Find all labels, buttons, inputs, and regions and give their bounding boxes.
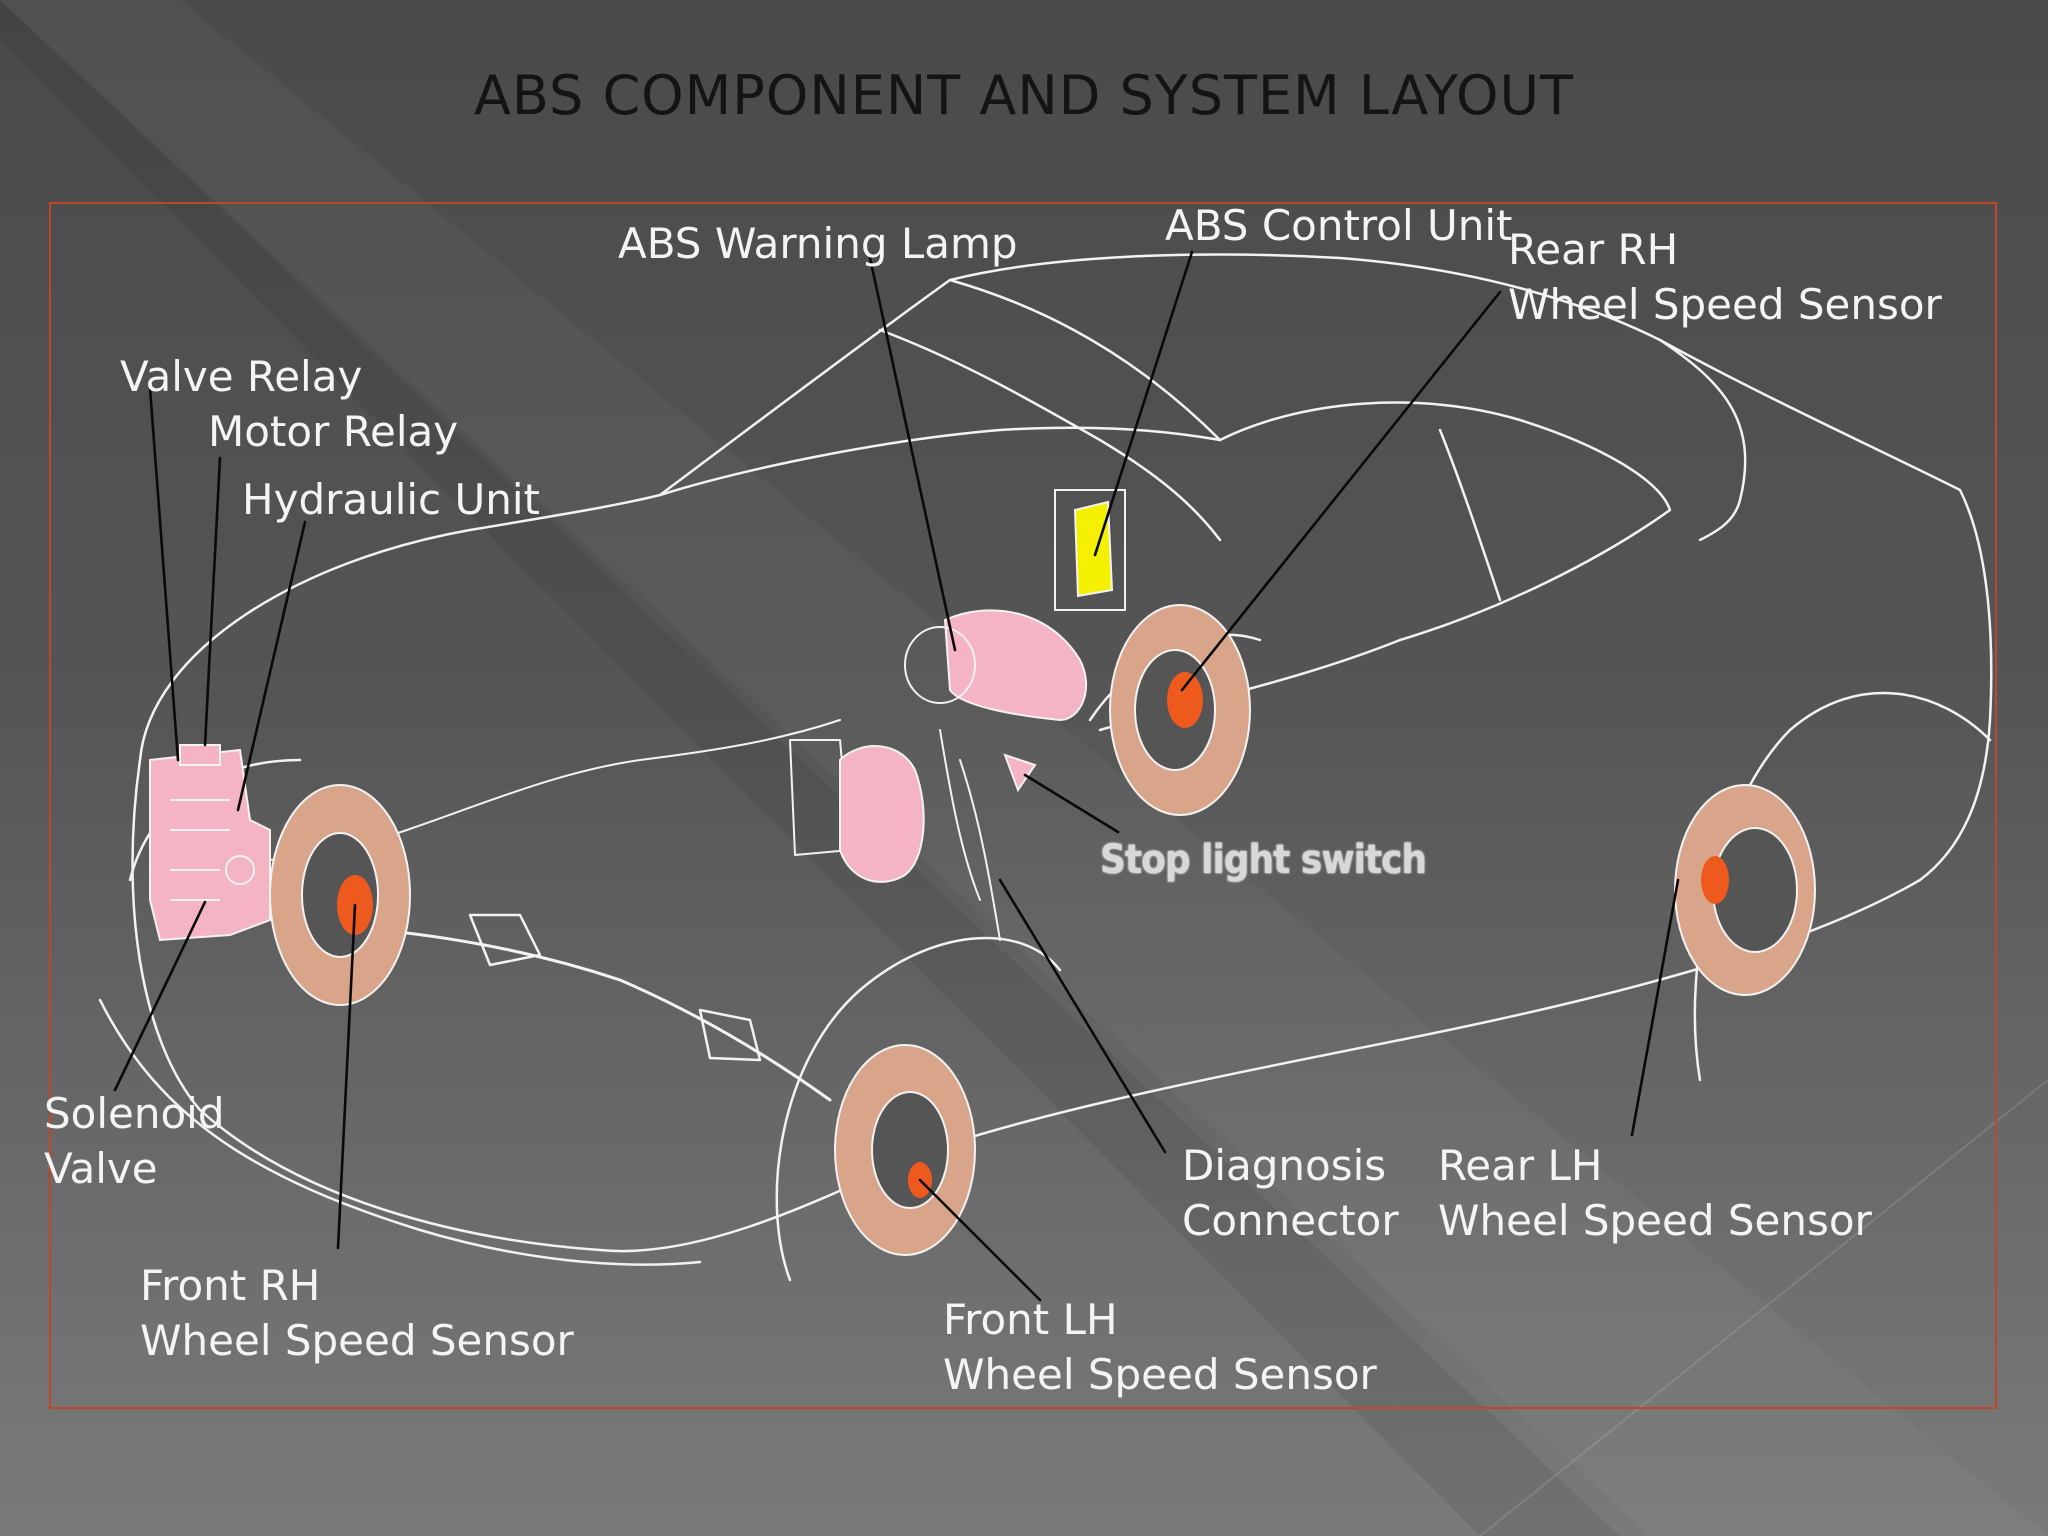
lower-body-line bbox=[98, 998, 702, 1266]
label-diagnosis-line1: Diagnosis bbox=[1182, 1141, 1387, 1190]
label-abs-control-unit: ABS Control Unit bbox=[1165, 201, 1513, 250]
rear-left-arch bbox=[1693, 691, 1992, 1082]
leader-rear-rh-sensor bbox=[1180, 290, 1502, 692]
stop-light-switch bbox=[1003, 753, 1037, 793]
shaft-joint bbox=[468, 913, 542, 967]
car-body-outline bbox=[131, 253, 1993, 1253]
label-rear-lh-line2: Wheel Speed Sensor bbox=[1438, 1196, 1872, 1245]
front-right-brake-disc bbox=[269, 784, 411, 1006]
windshield bbox=[658, 426, 1222, 497]
leader-hydraulic-unit bbox=[236, 520, 307, 812]
leader-valve-relay bbox=[148, 386, 180, 762]
leader-diagnosis-connector bbox=[998, 878, 1167, 1154]
front-left-brake-disc bbox=[834, 1044, 976, 1256]
label-hydraulic-unit: Hydraulic Unit bbox=[242, 475, 540, 524]
leader-abs-control-unit bbox=[1093, 250, 1194, 557]
label-front-lh-line2: Wheel Speed Sensor bbox=[943, 1350, 1377, 1399]
leader-abs-warning-lamp bbox=[868, 256, 957, 652]
leader-stop-light-switch bbox=[1023, 773, 1120, 834]
rear-window bbox=[1218, 401, 1672, 642]
label-solenoid-line2: Valve bbox=[44, 1144, 158, 1193]
abs-control-unit bbox=[1054, 489, 1126, 611]
roof-line bbox=[948, 278, 1222, 442]
label-rear-rh-line2: Wheel Speed Sensor bbox=[1508, 280, 1942, 329]
leader-solenoid-valve bbox=[113, 900, 207, 1092]
c-pillar bbox=[1438, 428, 1502, 602]
a-pillar bbox=[878, 328, 1222, 542]
label-front-lh-line1: Front LH bbox=[943, 1295, 1118, 1344]
label-diagnosis-line2: Connector bbox=[1182, 1196, 1399, 1245]
rear-right-brake-disc bbox=[1109, 604, 1251, 816]
label-valve-relay: Valve Relay bbox=[120, 352, 363, 401]
label-front-rh-line2: Wheel Speed Sensor bbox=[140, 1316, 574, 1365]
shaft-joint-2 bbox=[698, 1008, 762, 1062]
diagram-frame bbox=[49, 202, 1997, 1409]
rear-deck bbox=[1658, 338, 1747, 542]
label-front-rh-line1: Front RH bbox=[140, 1261, 321, 1310]
steering-column bbox=[939, 729, 981, 901]
label-solenoid-line1: Solenoid bbox=[44, 1089, 225, 1138]
brake-booster bbox=[839, 745, 925, 883]
brake-line-2 bbox=[959, 759, 1001, 941]
label-rear-lh-line1: Rear LH bbox=[1438, 1141, 1603, 1190]
rear-left-brake-disc bbox=[1674, 784, 1816, 996]
abs-warning-lamp-dash bbox=[904, 609, 1088, 722]
hydraulic-unit bbox=[149, 744, 271, 942]
drive-shaft bbox=[378, 928, 832, 1102]
label-rear-rh-line1: Rear RH bbox=[1508, 225, 1679, 274]
label-abs-warning-lamp: ABS Warning Lamp bbox=[618, 219, 1018, 268]
leader-motor-relay bbox=[203, 456, 222, 747]
label-motor-relay: Motor Relay bbox=[208, 407, 459, 456]
label-stop-light-switch: Stop light switch bbox=[1100, 837, 1427, 883]
leader-rear-lh-sensor bbox=[1630, 878, 1680, 1137]
front-left-arch bbox=[775, 936, 1062, 1282]
leader-front-rh-sensor bbox=[336, 903, 357, 1250]
leader-front-lh-sensor bbox=[918, 1178, 1042, 1302]
slide-title: ABS COMPONENT AND SYSTEM LAYOUT bbox=[473, 64, 1574, 127]
